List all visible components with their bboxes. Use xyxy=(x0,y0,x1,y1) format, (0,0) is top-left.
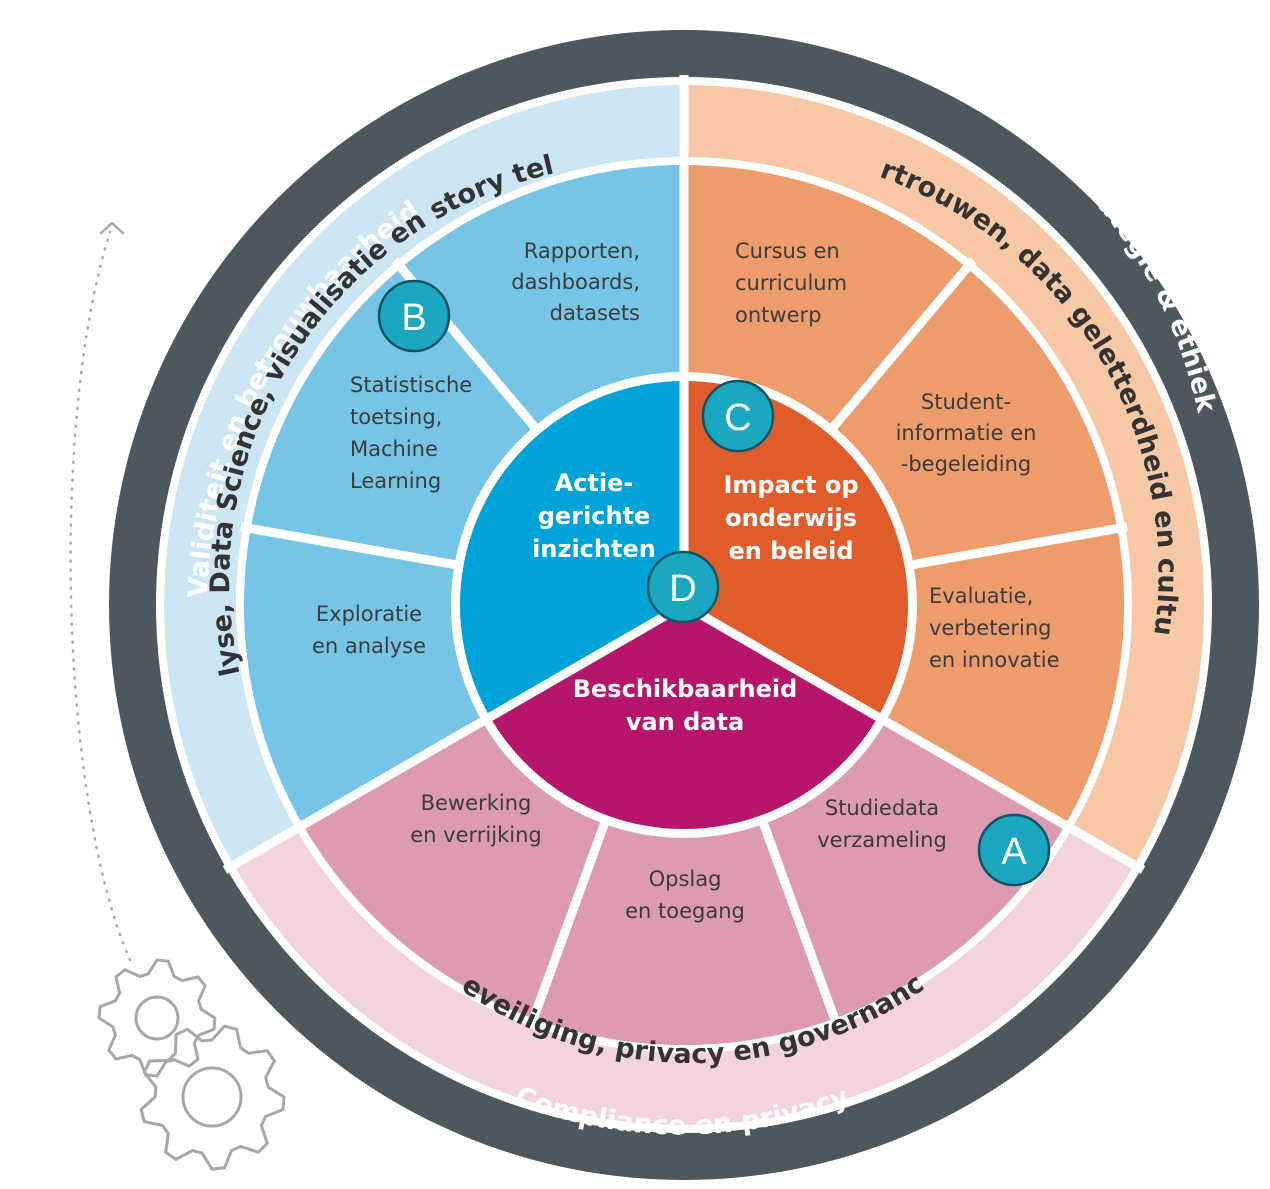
core-circle xyxy=(451,372,917,838)
marker-d-circle xyxy=(646,550,720,624)
marker-b: B xyxy=(377,279,451,353)
marker-a-circle xyxy=(977,813,1051,887)
gear-large xyxy=(139,1024,286,1171)
gear-small-hub xyxy=(134,995,180,1041)
marker-d-label: D xyxy=(669,568,696,610)
gear-large-hub xyxy=(181,1066,243,1128)
segment-student: Student-informatie en-begeleiding xyxy=(896,390,1037,476)
markers: A B C D xyxy=(377,279,1051,887)
gears-icon xyxy=(97,958,286,1171)
marker-c: C xyxy=(701,379,775,453)
marker-d: D xyxy=(646,550,720,624)
core-divider-2 xyxy=(486,601,687,722)
marker-b-circle xyxy=(377,279,451,353)
segment-texts: Rapporten,dashboards,datasetsStatistisch… xyxy=(312,239,1060,923)
core-divider-1 xyxy=(681,601,882,722)
dotted-arrow-icon xyxy=(69,221,132,962)
gear-small xyxy=(97,958,217,1078)
marker-c-label: C xyxy=(724,397,751,439)
segment-rapporten: Rapporten,dashboards,datasets xyxy=(511,239,640,325)
marker-a: A xyxy=(977,813,1051,887)
marker-b-label: B xyxy=(401,297,426,339)
marker-c-circle xyxy=(701,379,775,453)
marker-a-label: A xyxy=(1001,831,1027,873)
